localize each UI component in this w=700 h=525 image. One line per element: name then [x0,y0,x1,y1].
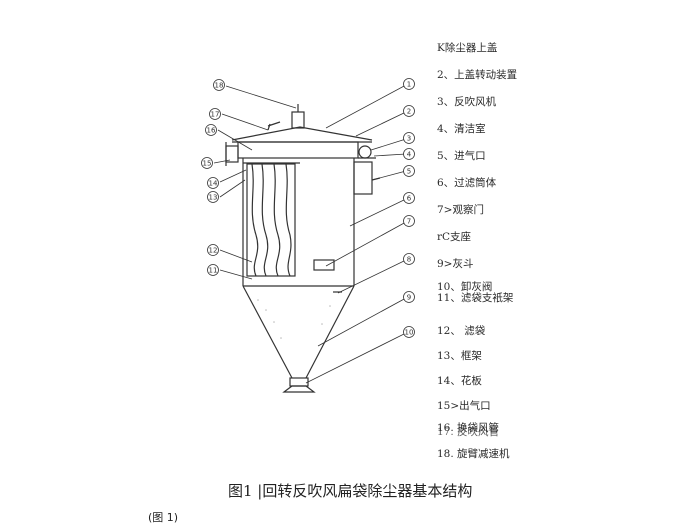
legend-item: 7>观察门 [437,204,484,216]
legend-item: 5、进气口 [437,150,486,162]
callout-label: 14 [209,180,218,188]
legend-item: 4、清洁室 [437,123,486,135]
blower [358,145,372,159]
callout-9 [403,291,415,303]
figure-subcaption: (图 1) [148,511,179,524]
legend-item: 14、花板 [437,375,482,387]
legend-item: 6、过滤筒体 [437,177,497,189]
callout-6 [403,192,415,204]
legend-item: 18. 旋臂减速机 [437,448,510,460]
callout-5 [403,165,415,177]
outlet-pipe [225,145,239,163]
filter-bag [273,163,281,277]
callout-10 [403,326,415,338]
legend-item: 9>灰斗 [437,258,474,270]
callout-1 [403,78,415,90]
legend-item: 10、卸灰阀 [437,281,493,293]
callout-label: 13 [209,194,218,202]
callout-label: 18 [215,82,224,90]
discharge-valve [289,377,309,387]
callout-label: 12 [209,247,218,255]
callout-label: 2 [407,108,411,116]
top-cover [231,126,373,141]
callout-4 [403,148,415,160]
callout-label: 9 [407,294,411,302]
inspection-door [313,259,335,271]
legend-item: 16. 换袋风管 [437,422,500,434]
callout-12 [207,244,219,256]
callout-7 [403,215,415,227]
callout-label: 16 [207,127,216,135]
legend-item: rC支座 [437,231,472,243]
legend-item: 15>出气口 [437,400,491,412]
hopper-left [242,285,293,379]
filter-bag [251,163,259,277]
legend-item: 11、滤袋支衹架 [437,292,514,304]
callout-label: 3 [407,135,411,143]
callout-label: 8 [407,256,411,264]
figure-caption: 图1 |回转反吹风扁袋除尘器基本结构 [228,482,473,500]
callout-label: 1 [407,81,411,89]
bag-frame [246,163,296,277]
callout-label: 6 [407,195,412,203]
callout-label: 11 [209,267,218,275]
legend-item: 12、 滤袋 [437,325,486,337]
filter-bag [261,163,269,277]
callout-11 [207,264,219,276]
legend-item: K除尘器上盖 [437,42,498,54]
reducer-motor [291,111,305,129]
filter-bag [285,163,292,277]
callout-label: 7 [407,218,411,226]
callout-label: 15 [203,160,212,168]
callout-15 [201,157,213,169]
callout-14 [207,177,219,189]
callout-16 [205,124,217,136]
hopper-right [305,285,355,379]
callout-label: 4 [407,151,412,159]
legend-item: 13、框架 [437,350,482,362]
legend-item: 17. 反吹风管 [437,426,500,438]
callout-label: 5 [407,168,411,176]
callout-2 [403,105,415,117]
callout-18 [213,79,225,91]
legend-item: 2、上盖转动装置 [437,69,518,81]
callout-label: 10 [405,329,414,337]
callout-3 [403,132,415,144]
legend-item: 3、反吹风机 [437,96,497,108]
callout-label: 17 [211,111,220,119]
clean-room [237,141,359,159]
callout-8 [403,253,415,265]
callout-13 [207,191,219,203]
inlet-box [353,161,373,195]
callout-17 [209,108,221,120]
